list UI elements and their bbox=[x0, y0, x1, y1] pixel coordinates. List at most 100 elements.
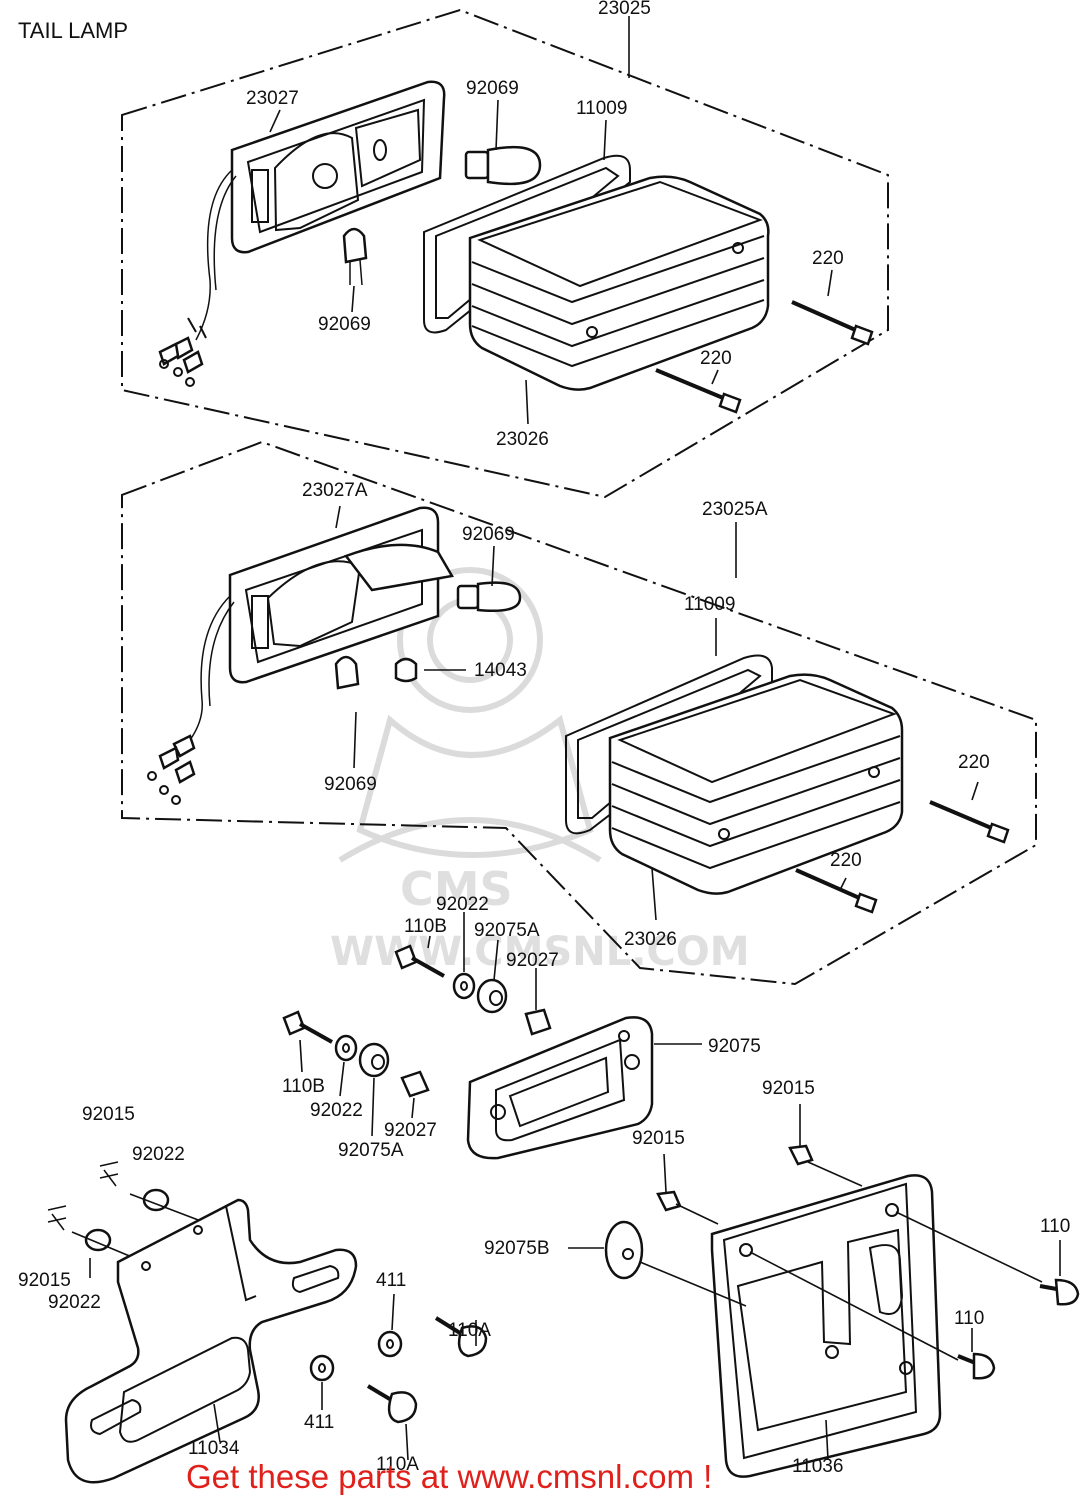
leader-upper-lens bbox=[525, 379, 529, 425]
license-stay bbox=[64, 1198, 358, 1484]
label-stay: 11034 bbox=[188, 1438, 240, 1459]
label-lower-housing: 23027A bbox=[302, 480, 368, 501]
label-lower-bulb-top: 92069 bbox=[462, 524, 515, 545]
lower-grommet-icon bbox=[394, 657, 418, 683]
bolt-110b-upper-icon bbox=[394, 944, 445, 978]
leader-lower-housing bbox=[335, 505, 341, 529]
leader-lower-bulb-bottom bbox=[353, 711, 357, 769]
lower-bulb-bottom-icon bbox=[334, 655, 360, 690]
leader-upper-bulb-top bbox=[495, 99, 499, 151]
leader-upper-screw-a bbox=[827, 269, 833, 297]
label-washer-411-top: 411 bbox=[376, 1270, 406, 1291]
label-upper-lens: 23026 bbox=[496, 429, 549, 450]
lower-screw-b-icon bbox=[795, 868, 878, 914]
damper-92075b-icon bbox=[604, 1220, 644, 1280]
leader-bolt-110b-lower bbox=[299, 1039, 303, 1073]
leader-lower-bulb-top bbox=[491, 545, 495, 587]
label-upper-screw-a: 220 bbox=[812, 248, 844, 269]
label-lower-screw-b: 220 bbox=[830, 850, 862, 871]
watermark-brand: CMS bbox=[400, 862, 513, 916]
label-upper-screw-b: 220 bbox=[700, 348, 732, 369]
upper-lens bbox=[468, 175, 770, 391]
label-bolt-110b-upper: 110B bbox=[404, 916, 447, 937]
label-lower-lens: 23026 bbox=[624, 929, 677, 950]
nut-92015-left-bottom-icon bbox=[47, 1205, 67, 1231]
leader-bolt-110-bottom-line bbox=[749, 1251, 959, 1361]
plate-bracket bbox=[710, 1174, 942, 1478]
label-upper-bulb-bottom: 92069 bbox=[318, 314, 371, 335]
nut-92015-plate-mid-icon bbox=[656, 1190, 682, 1212]
washer-92022-lower-icon bbox=[334, 1034, 358, 1062]
leader-bolt-110a-bottom bbox=[405, 1423, 409, 1461]
label-washer-411-bottom: 411 bbox=[304, 1412, 334, 1433]
label-upper-bulb-top: 92069 bbox=[466, 78, 519, 99]
bolt-110-bottom-icon bbox=[957, 1352, 996, 1380]
leader-upper-screw-b bbox=[711, 369, 719, 385]
label-spacer-upper: 92027 bbox=[506, 950, 559, 971]
washer-92022-upper-icon bbox=[452, 972, 476, 1000]
leader-spacer-lower bbox=[411, 1097, 415, 1119]
label-collar-upper: 92075A bbox=[474, 920, 540, 941]
leader-collar-upper bbox=[493, 939, 499, 981]
lower-wire-connector-icon bbox=[147, 734, 196, 805]
bolt-110-top-icon bbox=[1039, 1278, 1080, 1306]
lower-bulb-top-icon bbox=[456, 581, 522, 612]
label-nut-left-top: 92015 bbox=[82, 1104, 135, 1125]
label-bolt-110a-top: 110A bbox=[448, 1320, 491, 1341]
leader-plate-top-line bbox=[807, 1161, 863, 1187]
leader-lower-screw-b bbox=[839, 877, 847, 891]
leader-collar-lower bbox=[371, 1077, 375, 1137]
page-title: TAIL LAMP bbox=[18, 18, 128, 43]
collar-92075a-lower-icon bbox=[358, 1042, 390, 1078]
collar-92075a-upper-icon bbox=[476, 978, 508, 1014]
label-lower-assembly: 23025A bbox=[702, 499, 768, 520]
label-washer-lower: 92022 bbox=[310, 1100, 363, 1121]
label-upper-assembly: 23025 bbox=[598, 0, 651, 19]
leader-bolt-110b-upper bbox=[427, 935, 431, 949]
label-lower-grommet: 14043 bbox=[474, 660, 527, 681]
label-nut-left-bottom: 92015 bbox=[18, 1270, 71, 1291]
leader-bolt-110-top-line bbox=[895, 1211, 1043, 1283]
lower-screw-a-icon bbox=[929, 800, 1010, 844]
label-washer-left-bottom: 92022 bbox=[48, 1292, 101, 1313]
bolt-110a-bottom-icon bbox=[366, 1384, 418, 1424]
leader-plate-bracket bbox=[825, 1419, 829, 1461]
lower-assembly-frame bbox=[121, 440, 1037, 986]
cmsnl-watermark: CMS WWW.CMSNL.COM bbox=[330, 567, 750, 975]
leader-lower-screw-a bbox=[971, 781, 979, 801]
leader-nut-plate-mid bbox=[663, 1153, 667, 1193]
lower-lamp-housing bbox=[189, 506, 454, 741]
leader-stay bbox=[213, 1403, 221, 1443]
upper-screw-b-icon bbox=[655, 368, 742, 414]
leader-plate-mid-line bbox=[675, 1203, 719, 1225]
footer-link-text[interactable]: Get these parts at www.cmsnl.com ! bbox=[186, 1458, 712, 1495]
upper-bulb-top-icon bbox=[464, 145, 542, 186]
washer-411-bottom-icon bbox=[309, 1354, 335, 1382]
spacer-92027-upper-icon bbox=[524, 1008, 552, 1036]
leader-washer-lower bbox=[339, 1061, 345, 1097]
label-washer-upper: 92022 bbox=[436, 894, 489, 915]
bolt-110a-top-icon bbox=[434, 1316, 488, 1358]
lamp-bracket bbox=[466, 1016, 654, 1160]
nut-92015-left-top-icon bbox=[99, 1161, 119, 1187]
label-bolt-110-bottom: 110 bbox=[954, 1308, 984, 1329]
label-bolt-110-top: 110 bbox=[1040, 1216, 1070, 1237]
lower-lens bbox=[608, 673, 904, 895]
label-plate-bracket: 11036 bbox=[792, 1456, 843, 1477]
label-lower-bulb-bottom: 92069 bbox=[324, 774, 377, 795]
bolt-110b-lower-icon bbox=[282, 1010, 333, 1044]
upper-lamp-housing bbox=[195, 80, 446, 341]
leader-upper-housing bbox=[269, 109, 281, 133]
label-upper-gasket: 11009 bbox=[576, 98, 627, 119]
label-bolt-110a-bottom: 110A bbox=[376, 1454, 419, 1475]
spacer-92027-lower-icon bbox=[400, 1070, 430, 1098]
nut-92015-plate-top-icon bbox=[788, 1144, 814, 1166]
upper-wire-connector-icon bbox=[158, 317, 207, 387]
label-collar-lower: 92075A bbox=[338, 1140, 404, 1161]
label-washer-left-top: 92022 bbox=[132, 1144, 185, 1165]
label-spacer-lower: 92027 bbox=[384, 1120, 437, 1141]
leader-upper-bulb-bottom bbox=[351, 285, 355, 313]
label-lower-screw-a: 220 bbox=[958, 752, 990, 773]
leader-washer-411-top bbox=[391, 1293, 395, 1331]
